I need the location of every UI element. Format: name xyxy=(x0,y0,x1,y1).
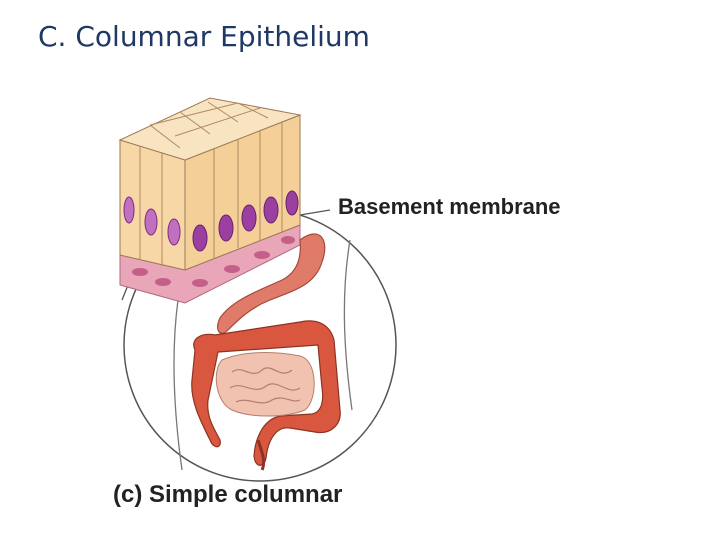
cell-divider xyxy=(139,146,163,266)
nucleus xyxy=(241,204,257,232)
rectum xyxy=(256,439,266,471)
nucleus xyxy=(123,196,135,224)
nucleus xyxy=(192,224,208,252)
digestive-organs xyxy=(191,233,341,471)
epithelium-block xyxy=(118,97,302,304)
nucleus xyxy=(263,196,279,224)
cell-divider xyxy=(213,122,283,258)
cell-outline xyxy=(149,101,269,149)
nucleus xyxy=(167,218,181,246)
small-intestine xyxy=(215,352,315,417)
callout-line xyxy=(121,284,129,301)
nucleus xyxy=(144,208,158,236)
connective-cell xyxy=(192,279,208,287)
connective-cell xyxy=(254,251,270,259)
colon xyxy=(191,320,341,466)
stomach xyxy=(216,233,326,334)
body-outline xyxy=(343,239,353,411)
body-outline xyxy=(173,299,183,471)
slide-title: C. Columnar Epithelium xyxy=(38,20,370,53)
callout-line xyxy=(299,209,331,216)
connective-cell xyxy=(155,278,171,286)
small-intestine-coils xyxy=(229,367,301,404)
figure-caption: (c) Simple columnar xyxy=(113,481,343,508)
nucleus xyxy=(218,214,234,242)
connective-cell xyxy=(132,268,148,276)
nucleus xyxy=(285,190,299,216)
basement-membrane-label: Basement membrane xyxy=(338,194,561,219)
connective-cell xyxy=(281,236,295,244)
connective-cell xyxy=(224,265,240,273)
